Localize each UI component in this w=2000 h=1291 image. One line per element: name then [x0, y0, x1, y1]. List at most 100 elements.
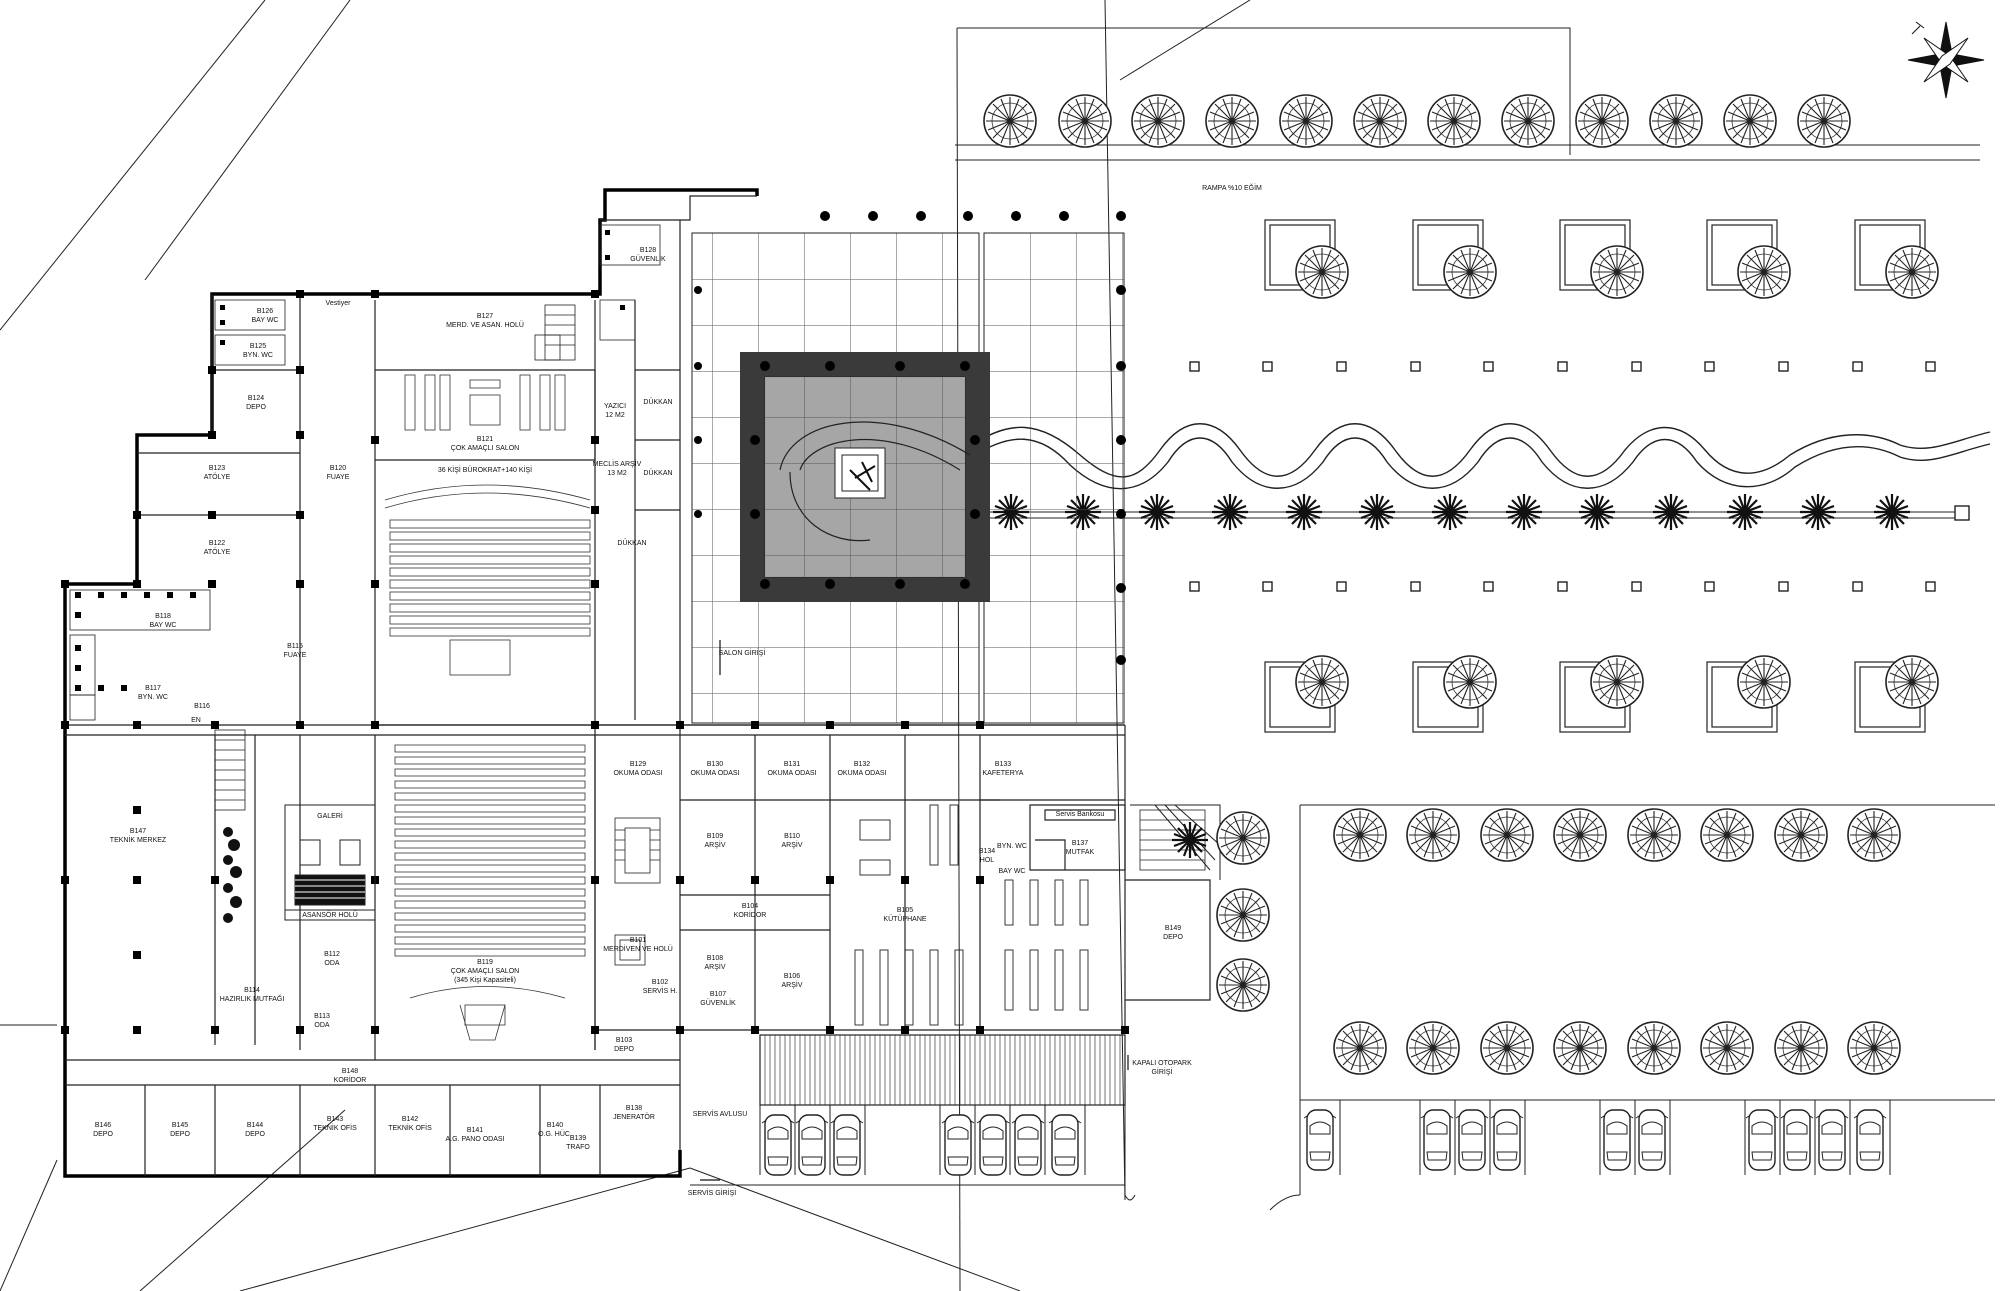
svg-text:DÜKKAN: DÜKKAN — [643, 469, 672, 477]
svg-text:MUTFAK: MUTFAK — [1066, 849, 1095, 856]
plaza — [691, 232, 1125, 724]
fixtures — [75, 230, 625, 691]
svg-text:B146: B146 — [95, 1122, 111, 1129]
svg-text:BAY WC: BAY WC — [150, 622, 177, 629]
svg-text:OKUMA ODASI: OKUMA ODASI — [837, 770, 886, 777]
svg-text:ASANSÖR HOLÜ: ASANSÖR HOLÜ — [302, 911, 358, 919]
parked-cars — [761, 1109, 1887, 1176]
room-galeri: GALERİ — [317, 811, 343, 820]
upper-hall-capacity: 36 KİŞİ BÜROKRAT+140 KİŞİ — [438, 465, 532, 474]
indoor-plants — [223, 827, 242, 923]
svg-text:DEPO: DEPO — [245, 1131, 265, 1138]
svg-text:B145: B145 — [172, 1122, 188, 1129]
svg-text:B125: B125 — [250, 343, 266, 350]
svg-text:B106: B106 — [784, 973, 800, 980]
svg-text:BAY WC: BAY WC — [252, 317, 279, 324]
svg-text:GÜVENLİK: GÜVENLİK — [700, 998, 736, 1007]
svg-text:B121: B121 — [477, 436, 493, 443]
stairs — [214, 304, 1206, 966]
service-entry-label: SERVİS GİRİŞİ — [688, 1188, 737, 1197]
svg-text:B133: B133 — [995, 761, 1011, 768]
svg-text:MECLİS ARŞİV: MECLİS ARŞİV — [593, 459, 642, 468]
svg-text:O.G. HÜC.: O.G. HÜC. — [538, 1130, 572, 1138]
upper-hall-seating — [384, 374, 591, 676]
svg-text:FUAYE: FUAYE — [284, 652, 307, 659]
library-shelves — [854, 804, 1089, 1026]
svg-text:12 M2: 12 M2 — [605, 412, 625, 419]
svg-text:ARŞİV: ARŞİV — [704, 962, 725, 971]
svg-text:B148: B148 — [342, 1068, 358, 1075]
svg-text:HAZIRLIK MUTFAĞI: HAZIRLIK MUTFAĞI — [220, 994, 285, 1003]
en-label: EN — [191, 717, 201, 724]
svg-text:B126: B126 — [257, 308, 273, 315]
svg-text:B142: B142 — [402, 1116, 418, 1123]
svg-text:B123: B123 — [209, 465, 225, 472]
svg-text:B137: B137 — [1072, 840, 1088, 847]
ramp-label: RAMPA %10 EĞİM — [1202, 183, 1262, 192]
svg-text:OKUMA ODASI: OKUMA ODASI — [767, 770, 816, 777]
svg-text:B115: B115 — [287, 643, 303, 650]
svg-text:TEKNİK OFİS: TEKNİK OFİS — [313, 1123, 357, 1132]
svg-text:B112: B112 — [324, 951, 340, 958]
svg-text:B143: B143 — [327, 1116, 343, 1123]
svg-text:B131: B131 — [784, 761, 800, 768]
parking-trees — [1333, 808, 1901, 1075]
room-dukkan-2: DÜKKAN — [643, 469, 672, 477]
svg-text:ATÖLYE: ATÖLYE — [204, 473, 231, 481]
svg-text:B132: B132 — [854, 761, 870, 768]
svg-text:B127: B127 — [477, 313, 493, 320]
bollards — [1189, 361, 1970, 592]
svg-text:B107: B107 — [710, 991, 726, 998]
svg-text:GALERİ: GALERİ — [317, 811, 343, 820]
svg-text:FUAYE: FUAYE — [327, 474, 350, 481]
parking-entry-label-1: KAPALI OTOPARK — [1132, 1060, 1192, 1067]
room-servis: SERVİS AVLUSU — [693, 1109, 748, 1118]
svg-text:B130: B130 — [707, 761, 723, 768]
svg-text:B144: B144 — [247, 1122, 263, 1129]
building-inner-walls — [65, 195, 1211, 1176]
svg-text:B102: B102 — [652, 979, 668, 986]
room-byn-wc: BYN. WC — [997, 843, 1027, 850]
svg-text:TEKNİK OFİS: TEKNİK OFİS — [388, 1123, 432, 1132]
svg-text:BYN. WC: BYN. WC — [997, 843, 1027, 850]
service-counter-label: Servis Bankosu — [1056, 811, 1105, 818]
svg-text:ARŞİV: ARŞİV — [704, 840, 725, 849]
svg-text:B147: B147 — [130, 828, 146, 835]
svg-text:B140: B140 — [547, 1122, 563, 1129]
planter-boxes — [1264, 219, 1926, 733]
svg-text:B134: B134 — [979, 848, 995, 855]
tree-row-top — [983, 94, 1851, 148]
svg-text:DEPO: DEPO — [170, 1131, 190, 1138]
building-outline — [63, 188, 759, 1178]
cafeteria-deck — [1130, 804, 1221, 880]
lower-hall-seating — [394, 744, 586, 1041]
